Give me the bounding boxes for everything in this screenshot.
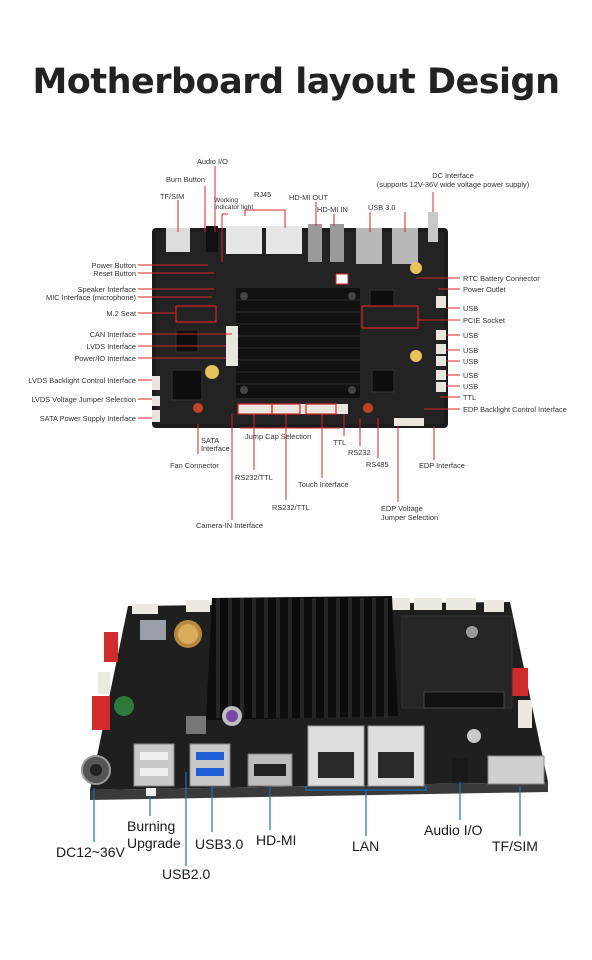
label-usb-r3: USB [463, 346, 479, 355]
hdmi-out-port [308, 224, 322, 262]
usb30-port-2 [392, 228, 418, 264]
label-photo-usb30: USB3.0 [195, 836, 244, 852]
label-photo-lan: LAN [352, 838, 380, 854]
label-dc-interface-line1: DC Interface [432, 171, 474, 180]
label-speaker-interface: Speaker Interface [77, 285, 136, 294]
label-rs232-ttl-b: RS232/TTL [272, 503, 310, 512]
m2-seat-box [175, 305, 217, 323]
label-dc-interface: DC Interface (supports 12V-36V wide volt… [368, 171, 538, 189]
label-usb-r5: USB [463, 371, 479, 380]
label-rtc-battery: RTC Battery Connector [463, 274, 540, 283]
label-working-light-line1: Working [214, 197, 239, 204]
label-usb-r2: USB [463, 331, 479, 340]
label-power-outlet: Power Outlet [463, 285, 506, 294]
label-usb30-top: USB 3.0 [368, 203, 396, 212]
label-rs232-bottom: RS232 [348, 448, 371, 457]
label-fan-connector: Fan Connector [170, 461, 219, 470]
label-power-button: Power Button [91, 261, 136, 270]
hdmi-in-port [330, 224, 344, 262]
label-can-interface: CAN Interface [89, 330, 136, 339]
label-rs232-ttl-a: RS232/TTL [235, 473, 273, 482]
label-tf-sim: TF/SIM [160, 192, 185, 201]
label-camera-in: Camera-IN Interface [196, 521, 263, 530]
label-pcie-socket: PCIE Socket [463, 316, 505, 325]
label-sata-line2: Interface [201, 444, 230, 453]
label-edp-voltage: EDP Voltage Jumper Selection [381, 504, 438, 522]
top-heatsink [236, 288, 360, 398]
label-working-light: Working Indicator light [214, 197, 253, 211]
label-burn-button: Burn Button [166, 175, 206, 184]
label-photo-usb20: USB2.0 [162, 866, 211, 882]
label-rj45: RJ45 [254, 190, 272, 199]
label-usb-r4: USB [463, 357, 479, 366]
photo-usb20 [133, 743, 175, 787]
label-sata-interface: SATA Interface [201, 437, 230, 453]
page-title: Motherboard layout Design [32, 62, 560, 102]
label-usb-r6: USB [463, 382, 479, 391]
label-rs485: RS485 [366, 460, 389, 469]
label-working-light-line2: Indicator light [214, 204, 254, 211]
label-dc-interface-line2: (supports 12V-36V wide voltage power sup… [376, 180, 530, 189]
label-jump-cap: Jump Cap Selection [245, 432, 312, 441]
label-photo-audio: Audio I/O [424, 822, 483, 838]
label-power-io-interface: Power/IO Interface [74, 354, 136, 363]
photo-tfsim [487, 755, 545, 785]
label-edp-voltage-line1: EDP Voltage [381, 504, 423, 513]
photo-usb30 [189, 743, 231, 787]
label-sata-line1: SATA [201, 436, 220, 445]
label-touch-interface: Touch Interface [298, 480, 349, 489]
label-photo-dc: DC12~36V [56, 844, 125, 860]
audio-jack [206, 226, 218, 252]
label-usb-r1: USB [463, 304, 479, 313]
rj45-port-2 [266, 226, 302, 254]
pcie-socket-box [361, 305, 419, 329]
label-sata-power: SATA Power Supply Interface [39, 414, 136, 423]
label-lvds-backlight: LVDS Backlight Control Interface [28, 376, 137, 385]
label-lvds-interface: LVDS Interface [86, 342, 136, 351]
photo-audio-jack [452, 758, 468, 782]
label-ttl-bottom: TTL [333, 438, 347, 447]
label-edp-backlight: EDP Backlight Control Interface [463, 405, 567, 414]
label-photo-burning-line1: Burning [127, 818, 176, 834]
label-photo-burning: Burning Upgrade [127, 818, 181, 852]
label-photo-tfsim: TF/SIM [492, 838, 538, 854]
label-edp-voltage-line2: Jumper Selection [381, 513, 439, 522]
usb30-port-1 [356, 228, 382, 264]
label-ttl-r: TTL [463, 393, 477, 402]
rj45-port-1 [226, 226, 262, 254]
label-lvds-voltage: LVDS Voltage Jumper Selection [31, 395, 136, 404]
label-photo-hdmi: HD-MI [256, 832, 297, 848]
label-photo-burning-line2: Upgrade [127, 835, 181, 851]
dc-jack [428, 212, 438, 242]
label-hdmi-out: HD-MI OUT [289, 193, 328, 202]
label-hdmi-in: HD-MI IN [317, 205, 348, 214]
label-edp-interface: EDP Interface [419, 461, 465, 470]
label-reset-button: Reset Button [93, 269, 136, 278]
label-audio-io: Audio I/O [197, 157, 228, 166]
label-m2-seat: M.2 Seat [106, 309, 136, 318]
label-mic-interface: MIC Interface (microphone) [46, 293, 136, 302]
